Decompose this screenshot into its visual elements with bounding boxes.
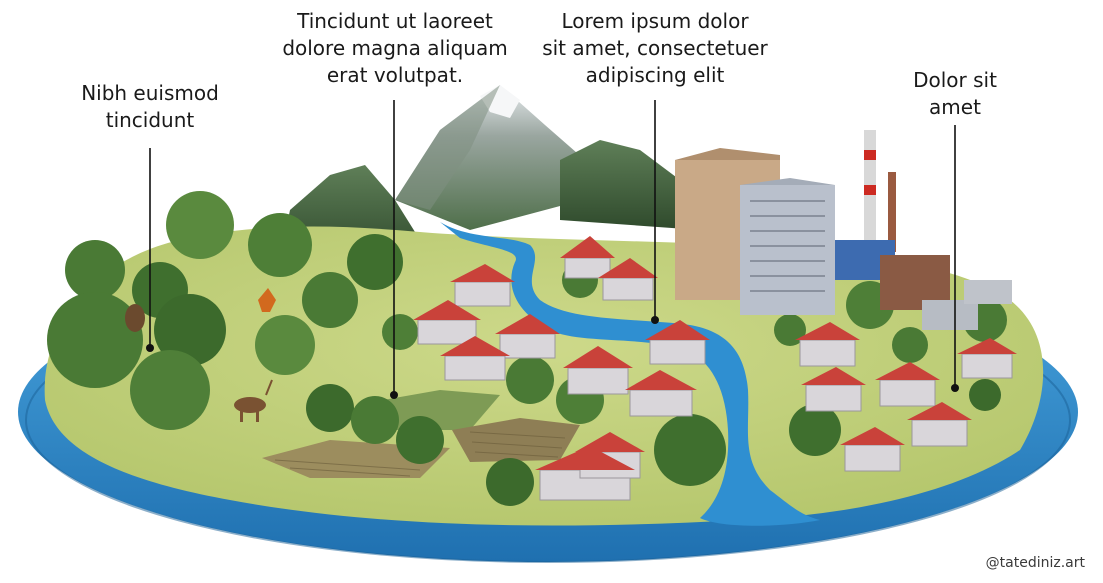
bear (125, 304, 145, 332)
river (440, 222, 820, 526)
label-river: Lorem ipsum dolor sit amet, consectetuer… (530, 8, 780, 89)
animals (125, 288, 276, 422)
label-river-line-2: sit amet, consectetuer (542, 36, 768, 60)
label-river-line-3: adipiscing elit (585, 63, 725, 87)
label-farm-line-2: dolore magna aliquam (282, 36, 508, 60)
label-forest-line-2: tincidunt (105, 108, 195, 132)
houses (413, 236, 1017, 501)
label-river-line-1: Lorem ipsum dolor (561, 9, 749, 33)
leader-lines (149, 100, 956, 395)
label-city: Dolor sit amet (890, 67, 1020, 121)
fox (258, 288, 276, 312)
label-forest-line-1: Nibh euismod (81, 81, 219, 105)
smokestack-2 (888, 172, 896, 252)
tower-grey (740, 185, 835, 315)
label-city-line-2: amet (929, 95, 981, 119)
leader-dots (146, 316, 959, 399)
author-credit: @tatediniz.art (985, 555, 1085, 571)
label-farm-line-1: Tincidunt ut laoreet (297, 9, 493, 33)
label-farm-line-3: erat volutpat. (326, 63, 464, 87)
label-forest: Nibh euismod tincidunt (65, 80, 235, 134)
forest-trees (47, 191, 1007, 506)
label-city-line-1: Dolor sit (913, 68, 997, 92)
city-buildings (675, 130, 1012, 330)
deer (234, 379, 273, 422)
label-farm: Tincidunt ut laoreet dolore magna aliqua… (280, 8, 510, 89)
